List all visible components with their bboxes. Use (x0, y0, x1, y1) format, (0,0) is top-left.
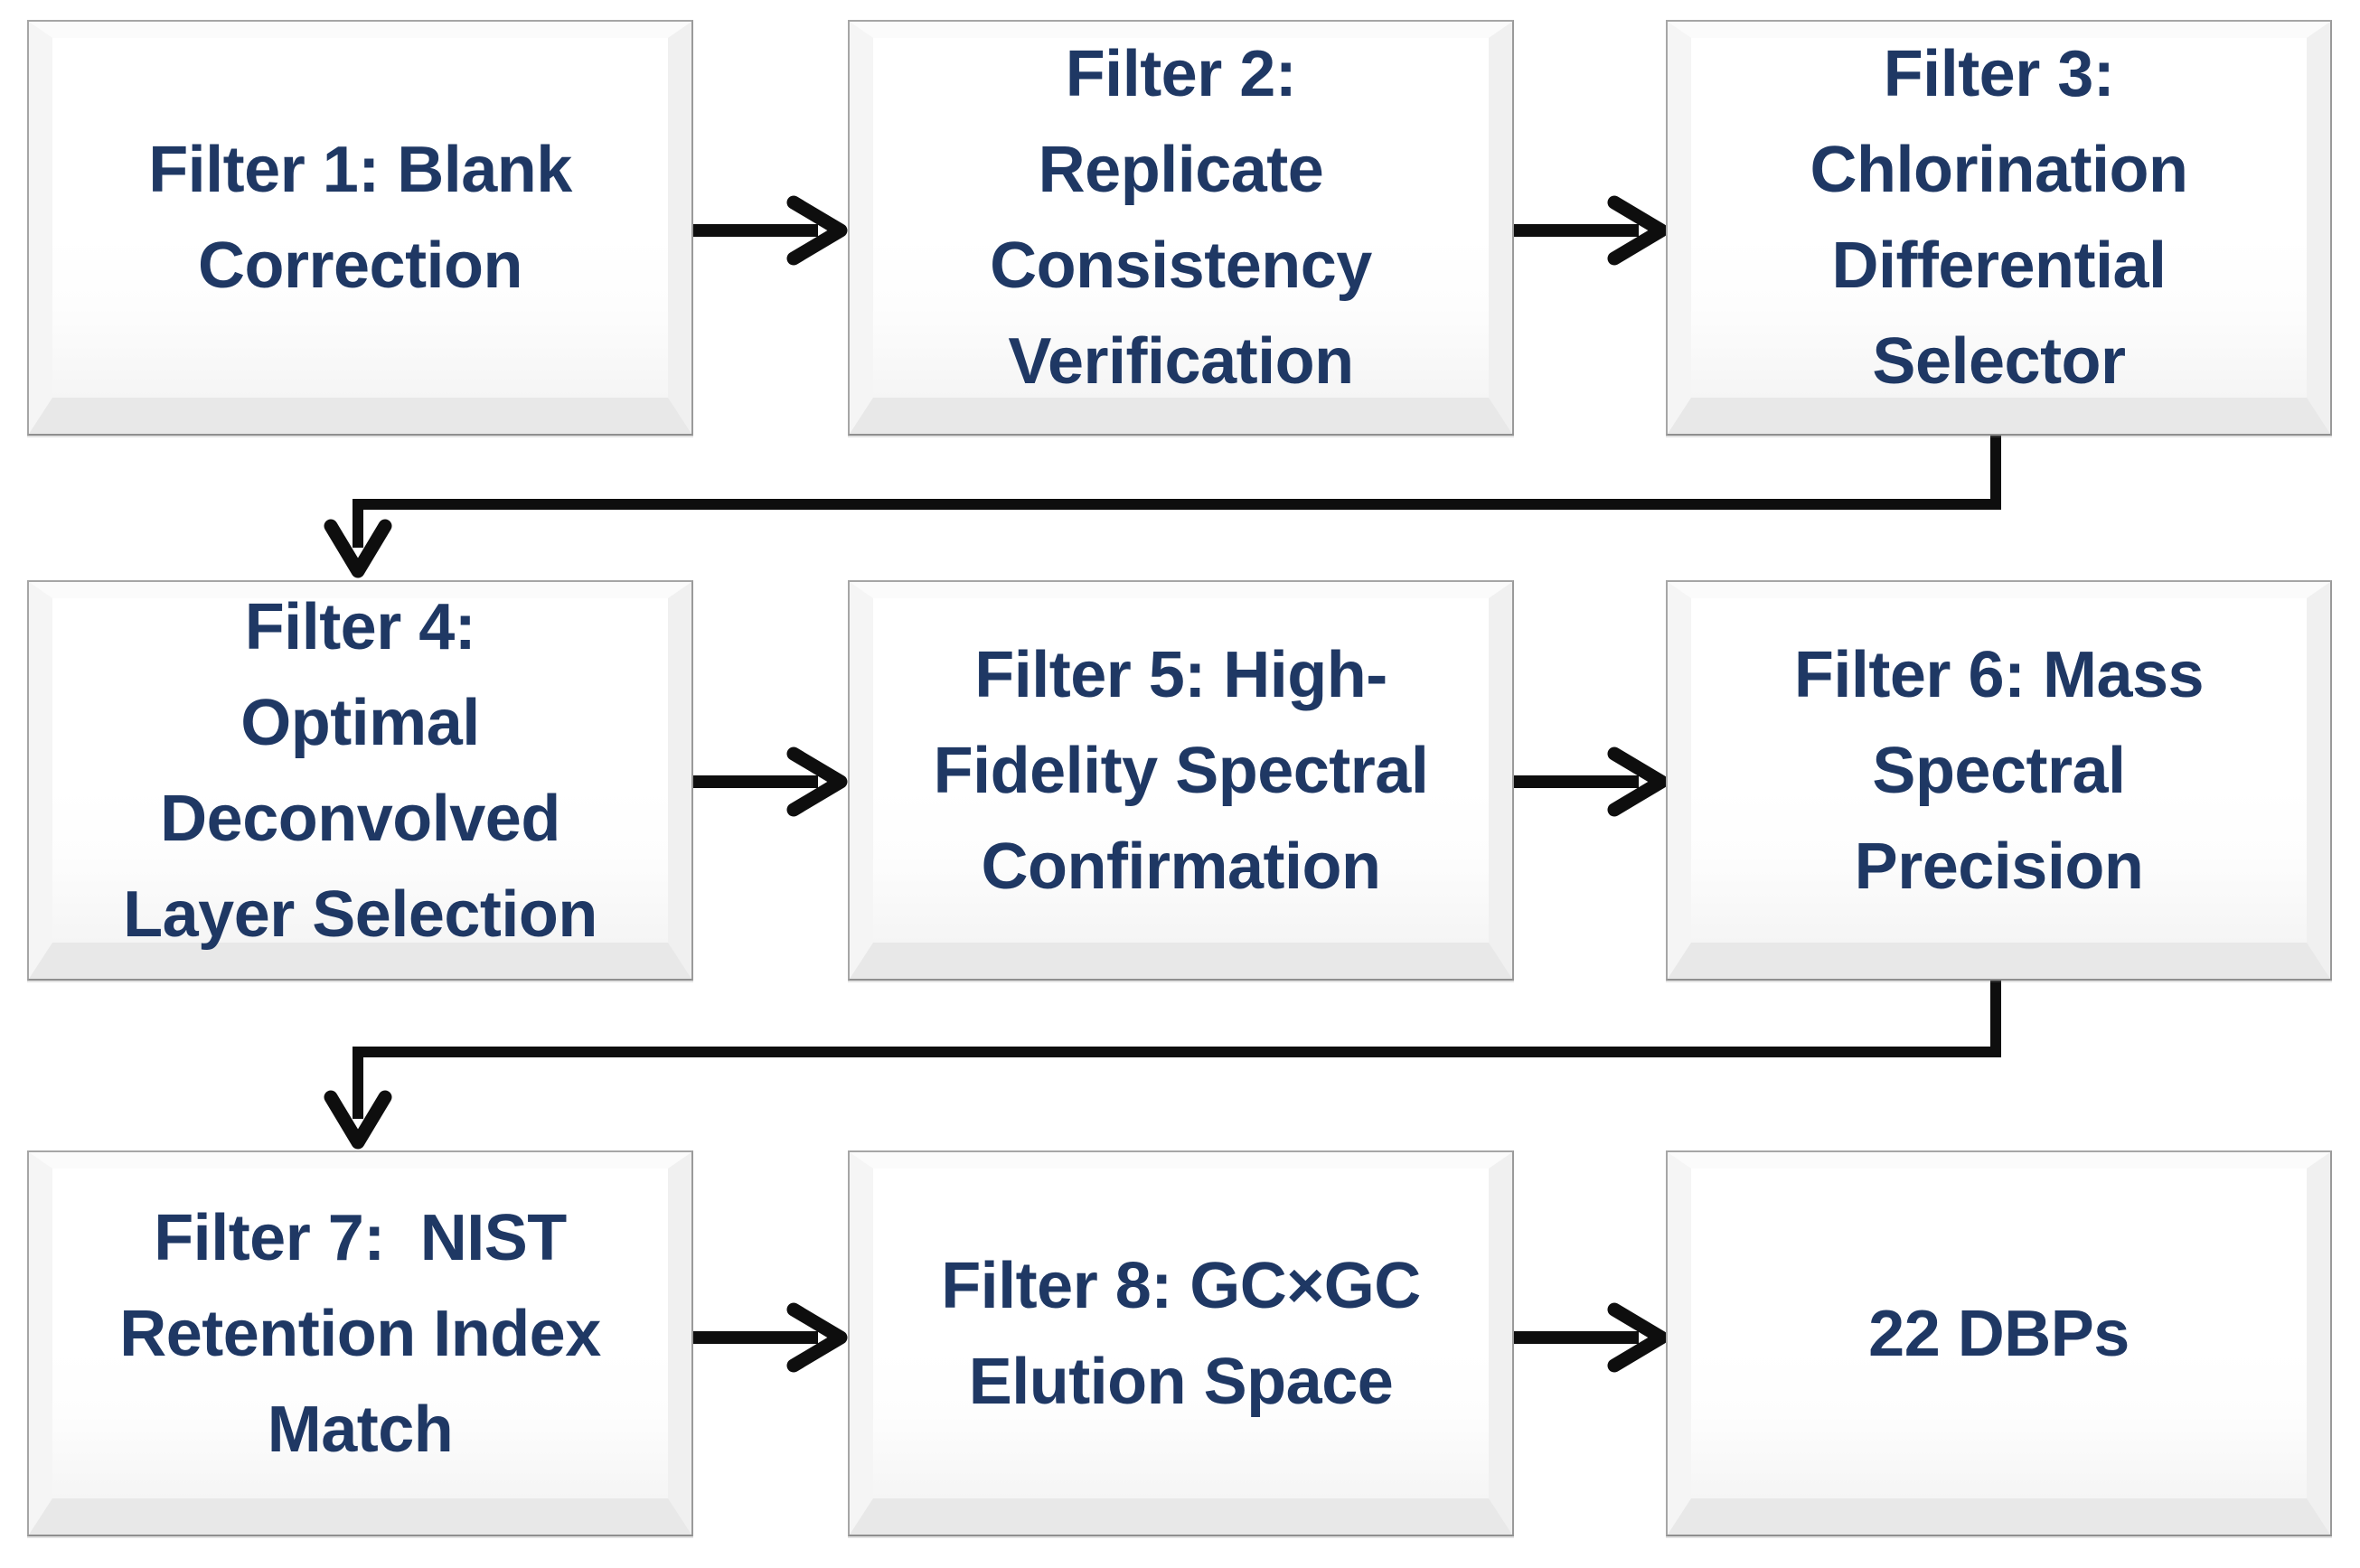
flow-box-bevel: Filter 5: High- Fidelity Spectral Confir… (850, 582, 1512, 979)
flow-box-bevel: Filter 8: GC×GC Elution Space (850, 1152, 1512, 1535)
elbow-arrow-filter-6-to-filter-7-icon (324, 981, 2001, 1150)
flow-box-label-filter-1: Filter 1: Blank Correction (148, 134, 572, 302)
flow-box-bevel: Filter 3: Chlorination Differential Sele… (1668, 22, 2330, 434)
arrow-filter-7-to-filter-8-icon (693, 1302, 848, 1373)
flow-box-label-result: 22 DBPs (1868, 1297, 2130, 1370)
flow-box-bevel: 22 DBPs (1668, 1152, 2330, 1535)
flow-box-result-22-dbps: 22 DBPs (1666, 1150, 2332, 1536)
flow-box-bevel: Filter 6: Mass Spectral Precision (1668, 582, 2330, 979)
flow-box-label-filter-6: Filter 6: Mass Spectral Precision (1793, 638, 2205, 903)
flow-box-filter-1: Filter 1: Blank Correction (27, 20, 693, 436)
flow-box-filter-5: Filter 5: High- Fidelity Spectral Confir… (848, 580, 1514, 981)
flow-box-filter-3: Filter 3: Chlorination Differential Sele… (1666, 20, 2332, 436)
flow-box-label-filter-7: Filter 7: NIST Retention Index Match (119, 1201, 601, 1466)
arrow-filter-1-to-filter-2-icon (693, 195, 848, 266)
flow-box-bevel: Filter 4: Optimal Deconvolved Layer Sele… (29, 582, 691, 979)
flow-box-bevel: Filter 7: NIST Retention Index Match (29, 1152, 691, 1535)
flow-box-filter-2: Filter 2: Replicate Consistency Verifica… (848, 20, 1514, 436)
arrow-filter-4-to-filter-5-icon (693, 746, 848, 817)
flow-box-filter-6: Filter 6: Mass Spectral Precision (1666, 580, 2332, 981)
flow-box-filter-7: Filter 7: NIST Retention Index Match (27, 1150, 693, 1536)
elbow-arrow-filter-3-to-filter-4-icon (324, 436, 2001, 578)
arrow-filter-5-to-filter-6-icon (1514, 746, 1669, 817)
flow-box-label-filter-4: Filter 4: Optimal Deconvolved Layer Sele… (123, 590, 597, 951)
arrow-filter-2-to-filter-3-icon (1514, 195, 1669, 266)
flow-box-bevel: Filter 1: Blank Correction (29, 22, 691, 434)
flow-box-filter-8: Filter 8: GC×GC Elution Space (848, 1150, 1514, 1536)
flow-box-label-filter-5: Filter 5: High- Fidelity Spectral Confir… (933, 638, 1429, 903)
flow-box-filter-4: Filter 4: Optimal Deconvolved Layer Sele… (27, 580, 693, 981)
flow-box-label-filter-3: Filter 3: Chlorination Differential Sele… (1810, 38, 2188, 398)
flow-box-label-filter-2: Filter 2: Replicate Consistency Verifica… (990, 38, 1372, 398)
flow-box-label-filter-8: Filter 8: GC×GC Elution Space (941, 1249, 1421, 1418)
flow-box-bevel: Filter 2: Replicate Consistency Verifica… (850, 22, 1512, 434)
arrow-filter-8-to-result-icon (1514, 1302, 1669, 1373)
